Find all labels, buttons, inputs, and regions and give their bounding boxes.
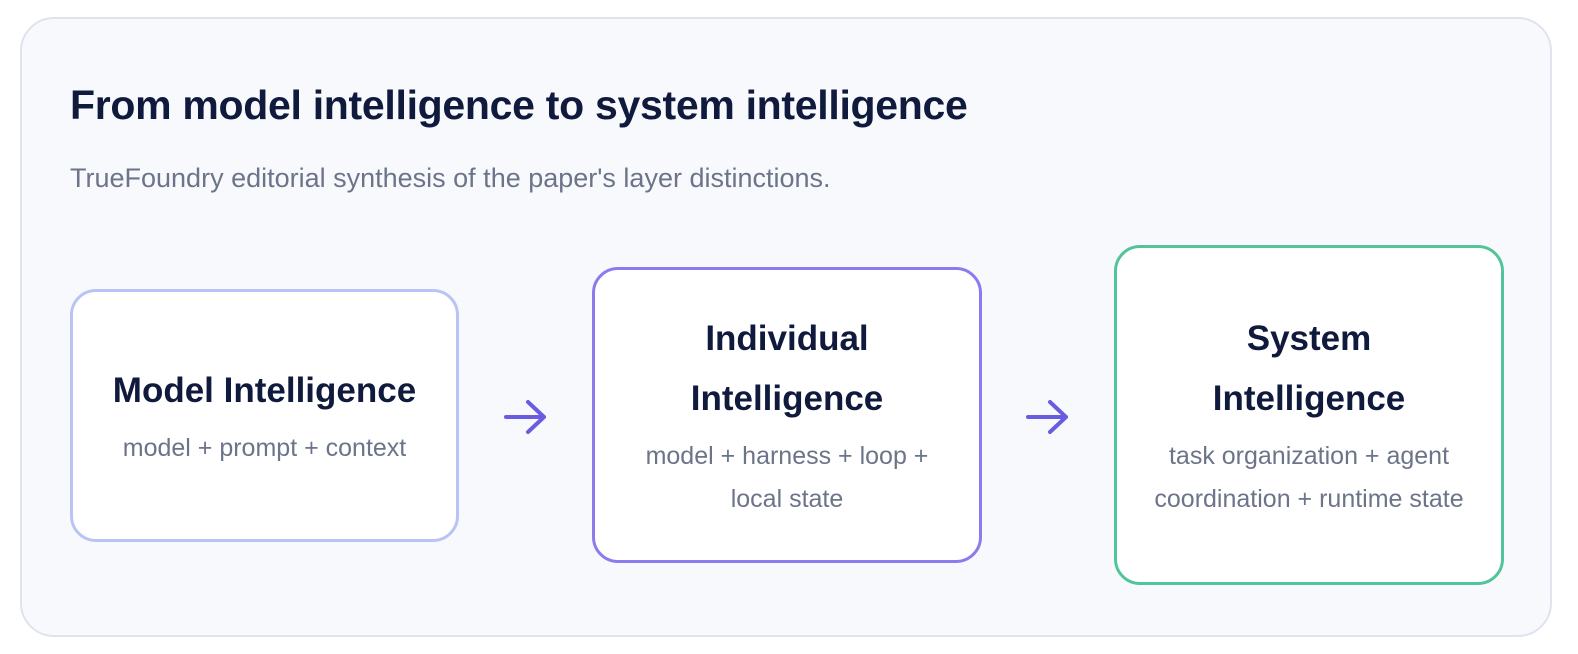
- page-title: From model intelligence to system intell…: [70, 82, 968, 128]
- arrow-right-icon: [504, 400, 546, 434]
- layer-description: task organization + agent coordination +…: [1154, 442, 1464, 513]
- layer-description: model + harness + loop + local state: [645, 442, 929, 513]
- page-subtitle: TrueFoundry editorial synthesis of the p…: [70, 163, 831, 193]
- layer-title: Model Intelligence: [112, 371, 417, 410]
- layer-box-system-intelligence: System Intelligence task organization + …: [1114, 245, 1504, 585]
- layer-box-individual-intelligence: Individual Intelligence model + harness …: [592, 267, 982, 563]
- layer-description: model + prompt + context: [122, 434, 407, 462]
- layer-title: Individual Intelligence: [690, 319, 884, 418]
- layer-title: System Intelligence: [1212, 319, 1406, 418]
- layer-box-model-intelligence: Model Intelligence model + prompt + cont…: [70, 289, 459, 542]
- arrow-right-icon: [1026, 400, 1068, 434]
